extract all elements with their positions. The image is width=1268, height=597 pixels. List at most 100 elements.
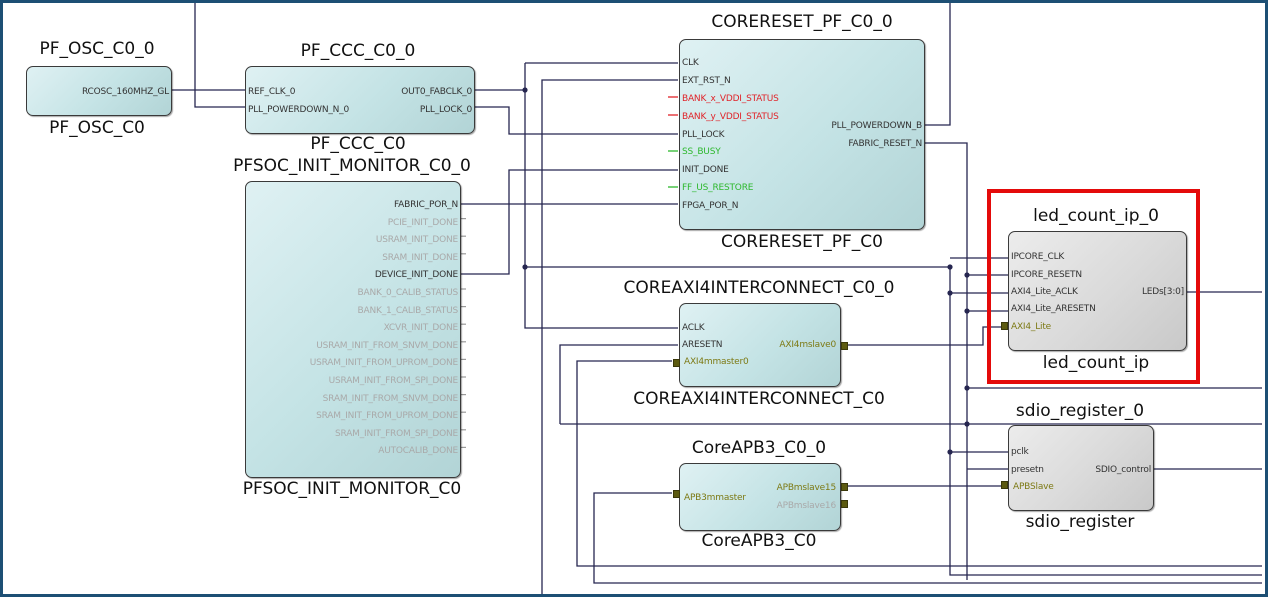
port-fpga-por-n[interactable]: FPGA_POR_N (682, 201, 739, 211)
pf-ccc-block[interactable]: REF_CLK_0 PLL_POWERDOWN_N_0 OUT0_FABCLK_… (245, 66, 475, 134)
port-apb3mmaster[interactable]: APB3mmaster (684, 493, 746, 503)
corereset-block[interactable]: CLK EXT_RST_N BANK_x_VDDI_STATUS BANK_y_… (679, 39, 925, 230)
port-bank-y-vddi-status[interactable]: BANK_y_VDDI_STATUS (682, 112, 779, 122)
pf-osc-component-name: PF_OSC_C0 (49, 118, 145, 138)
port-axi4mslave0[interactable]: AXI4mslave0 (779, 340, 836, 350)
port-apbmslave16[interactable]: APBmslave16 (776, 501, 837, 511)
wire-axi4-lite-bus[interactable] (846, 326, 1003, 346)
corereset-component-name: CORERESET_PF_C0 (721, 232, 883, 252)
coreapb3-component-name: CoreAPB3_C0 (701, 531, 817, 551)
port-presetn[interactable]: presetn (1011, 465, 1044, 475)
bus-connector-icon[interactable] (673, 359, 680, 367)
port-pll-lock[interactable]: PLL_LOCK (682, 130, 725, 140)
port-init-done[interactable]: INIT_DONE (682, 165, 729, 175)
port-aresetn[interactable]: ARESETN (682, 340, 723, 350)
port-axi4-lite-aclk[interactable]: AXI4_Lite_ACLK (1011, 287, 1078, 297)
wire-pll-powerdown-b[interactable] (922, 3, 951, 126)
bus-connector-icon[interactable] (841, 342, 848, 350)
pfsoc-init-monitor-instance-name: PFSOC_INIT_MONITOR_C0_0 (233, 156, 471, 176)
junction-dot (964, 385, 970, 391)
coreaxi4-block[interactable]: ACLK ARESETN AXI4mmaster0 AXI4mslave0 (679, 303, 841, 387)
pf-ccc-component-name: PF_CCC_C0 (310, 134, 406, 154)
port-leds[interactable]: LEDs[3:0] (1141, 287, 1184, 297)
port-out0-fabclk-0[interactable]: OUT0_FABCLK_0 (401, 87, 472, 97)
port-ss-busy[interactable]: SS_BUSY (682, 147, 721, 157)
port-usram-init-done[interactable]: USRAM_INIT_DONE (375, 235, 458, 246)
junction-dot (947, 449, 953, 455)
port-aclk[interactable]: ACLK (682, 323, 705, 333)
port-rcosc-160mhz-gl[interactable]: RCOSC_160MHZ_GL (81, 87, 169, 97)
corereset-instance-name: CORERESET_PF_C0_0 (711, 12, 893, 32)
port-ref-clk-0[interactable]: REF_CLK_0 (248, 87, 296, 97)
wire-pll-lock[interactable] (472, 106, 678, 135)
pf-ccc-instance-name: PF_CCC_C0_0 (300, 41, 416, 61)
wire-ext-rst-n[interactable] (541, 79, 678, 594)
led-count-instance-name: led_count_ip_0 (1033, 206, 1159, 226)
wire-fabric-reset-n[interactable] (922, 142, 968, 580)
port-pclk[interactable]: pclk (1011, 447, 1029, 457)
port-bank-x-vddi-status[interactable]: BANK_x_VDDI_STATUS (682, 94, 779, 104)
led-count-component-name: led_count_ip (1042, 353, 1150, 373)
bus-connector-icon[interactable] (673, 490, 680, 498)
port-fabric-por-n[interactable]: FABRIC_POR_N (394, 200, 458, 210)
junction-dot (522, 264, 528, 270)
bus-connector-icon[interactable] (841, 483, 848, 491)
port-sram-init-from-snvm-done[interactable]: SRAM_INIT_FROM_SNVM_DONE (322, 393, 459, 404)
port-axi4mmaster0[interactable]: AXI4mmaster0 (684, 357, 749, 367)
coreapb3-block[interactable]: APB3mmaster APBmslave15 APBmslave16 (679, 463, 841, 531)
wire-aresetn[interactable] (559, 344, 678, 424)
port-clk[interactable]: CLK (682, 58, 699, 68)
port-usram-init-from-snvm-done[interactable]: USRAM_INIT_FROM_SNVM_DONE (316, 340, 458, 351)
port-pll-lock-0[interactable]: PLL_LOCK_0 (419, 105, 472, 115)
junction-dot (522, 87, 528, 93)
port-ff-us-restore[interactable]: FF_US_RESTORE (682, 183, 754, 193)
wire-fabclk-to-right[interactable] (525, 266, 1262, 576)
pf-osc-instance-name: PF_OSC_C0_0 (39, 39, 155, 59)
wire-device-init-done[interactable] (458, 169, 678, 275)
port-ipcore-resetn[interactable]: IPCORE_RESETN (1011, 270, 1082, 280)
port-autocalib-done[interactable]: AUTOCALIB_DONE (378, 446, 458, 457)
port-axi4-lite-aresetn[interactable]: AXI4_Lite_ARESETN (1011, 304, 1096, 314)
port-bank-0-calib-status[interactable]: BANK_0_CALIB_STATUS (357, 288, 459, 298)
port-usram-init-from-uprom-done[interactable]: USRAM_INIT_FROM_UPROM_DONE (309, 358, 458, 369)
port-xcvr-init-done[interactable]: XCVR_INIT_DONE (383, 323, 459, 334)
bus-connector-icon[interactable] (1001, 322, 1008, 330)
led-count-block[interactable]: IPCORE_CLK IPCORE_RESETN AXI4_Lite_ACLK … (1008, 231, 1187, 351)
bus-connector-icon[interactable] (1001, 481, 1008, 489)
pfsoc-init-monitor-block[interactable]: FABRIC_POR_N PCIE_INIT_DONE USRAM_INIT_DON… (245, 181, 461, 478)
junction-dot (964, 308, 970, 314)
wire-layer (170, 3, 1262, 594)
port-axi4-lite[interactable]: AXI4_Lite (1011, 322, 1051, 332)
selection-highlight (987, 189, 1200, 384)
coreaxi4-component-name: COREAXI4INTERCONNECT_C0 (633, 389, 885, 409)
port-pll-powerdown-b[interactable]: PLL_POWERDOWN_B (831, 121, 922, 131)
port-fabric-reset-n[interactable]: FABRIC_RESET_N (848, 139, 922, 149)
pfsoc-init-monitor-component-name: PFSOC_INIT_MONITOR_C0 (242, 479, 462, 499)
coreapb3-instance-name: CoreAPB3_C0_0 (691, 438, 827, 458)
port-apbslave[interactable]: APBSlave (1013, 482, 1054, 492)
schematic-canvas[interactable]: PF_OSC_C0_0 RCOSC_160MHZ_GL PF_OSC_C0 PF… (3, 3, 1265, 594)
port-pcie-init-done[interactable]: PCIE_INIT_DONE (387, 217, 458, 228)
wire-pll-powerdown[interactable] (194, 3, 245, 108)
junction-dot (947, 290, 953, 296)
pf-osc-block[interactable]: RCOSC_160MHZ_GL (26, 66, 172, 116)
port-device-init-done[interactable]: DEVICE_INIT_DONE (374, 270, 458, 281)
wire-fabclk-bus[interactable] (524, 63, 678, 329)
sdio-block[interactable]: pclk presetn APBSlave SDIO_control (1008, 425, 1154, 511)
port-usram-init-from-spi-done[interactable]: USRAM_INIT_FROM_SPI_DONE (328, 376, 459, 386)
port-sdio-control[interactable]: SDIO_control (1095, 465, 1151, 475)
wire-axi4mmaster0-bus[interactable] (576, 360, 1262, 567)
port-ext-rst-n[interactable]: EXT_RST_N (682, 76, 731, 86)
port-apbmslave15[interactable]: APBmslave15 (776, 483, 837, 493)
port-sram-init-from-spi-done[interactable]: SRAM_INIT_FROM_SPI_DONE (335, 428, 458, 439)
coreaxi4-instance-name: COREAXI4INTERCONNECT_C0_0 (623, 278, 895, 298)
port-sram-init-from-uprom-done[interactable]: SRAM_INIT_FROM_UPROM_DONE (316, 411, 458, 422)
sdio-component-name: sdio_register (1025, 512, 1135, 532)
wire-apb3mmaster-bus[interactable] (593, 492, 1262, 584)
port-ipcore-clk[interactable]: IPCORE_CLK (1011, 252, 1065, 262)
port-pll-powerdown-n-0[interactable]: PLL_POWERDOWN_N_0 (248, 105, 350, 115)
bus-connector-icon[interactable] (841, 500, 848, 508)
port-sram-init-done[interactable]: SRAM_INIT_DONE (382, 252, 458, 263)
port-bank-1-calib-status[interactable]: BANK_1_CALIB_STATUS (357, 305, 459, 316)
junction-dot (964, 272, 970, 278)
